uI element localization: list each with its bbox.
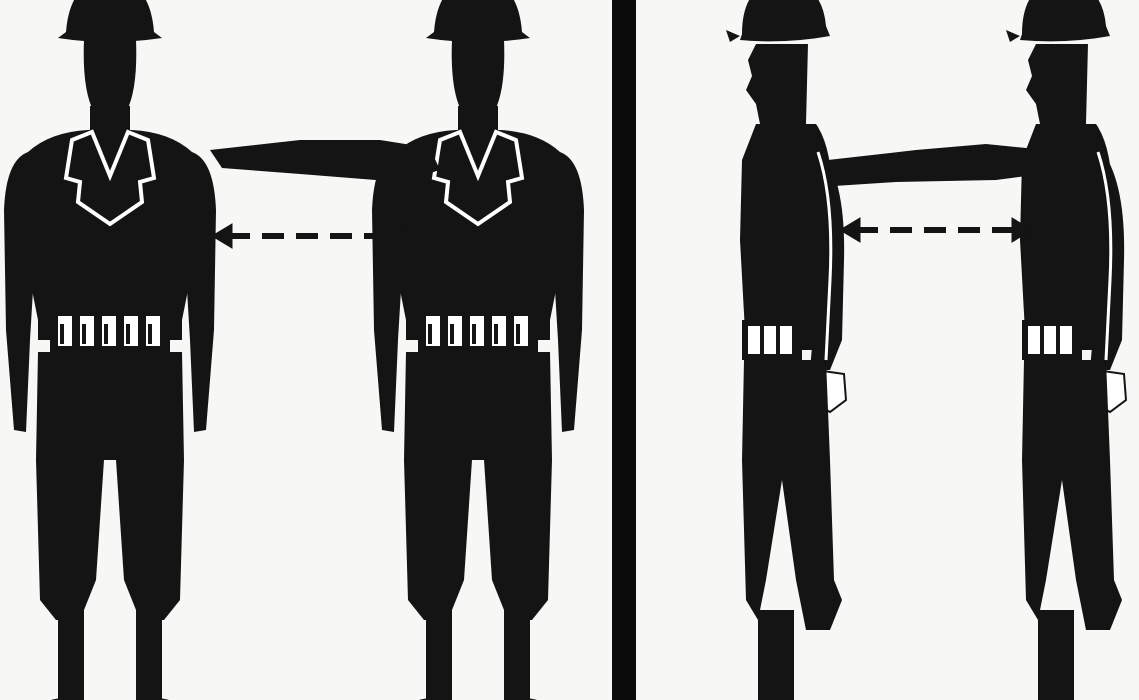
- side-soldier-left: [726, 0, 846, 700]
- side-soldier-right: [1006, 0, 1126, 700]
- front-view-panel: [0, 0, 612, 700]
- distance-arrow: [840, 218, 1032, 242]
- side-view-panel: [636, 0, 1139, 700]
- extended-arm: [210, 140, 440, 182]
- panel-divider: [612, 0, 636, 700]
- front-soldier-left: [4, 0, 216, 700]
- front-view-illustration: [0, 0, 612, 700]
- side-view-illustration: [636, 0, 1139, 700]
- front-soldier-right: [372, 0, 584, 700]
